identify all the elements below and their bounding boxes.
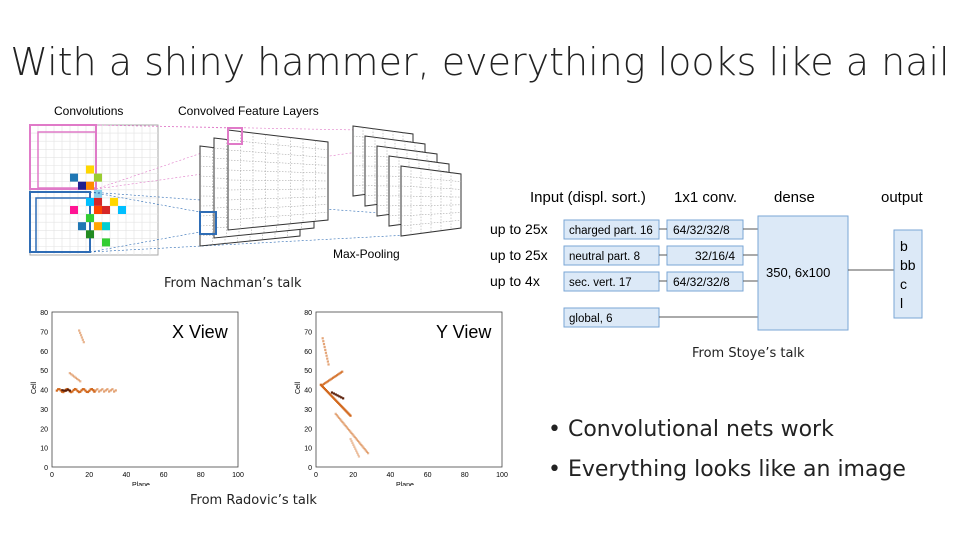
- x-tick: 60: [424, 472, 432, 479]
- y-axis-label: Cell: [295, 381, 302, 394]
- svg-text:neutral part. 8: neutral part. 8: [569, 251, 640, 263]
- network-row: up to 4x sec. vert. 17 64/32/32/8: [490, 271, 758, 292]
- convolutions-label: Convolutions: [54, 104, 123, 118]
- output-header: output: [881, 189, 924, 206]
- pooled-layer: [400, 165, 462, 237]
- convolved-layers-label: Convolved Feature Layers: [178, 104, 319, 118]
- x-axis-label: Plane: [396, 482, 414, 486]
- y-tick: 10: [304, 446, 312, 453]
- y-tick: 40: [40, 388, 48, 395]
- y-tick: 0: [44, 465, 48, 472]
- svg-text:global, 6: global, 6: [569, 313, 612, 325]
- svg-text:64/32/32/8: 64/32/32/8: [673, 223, 730, 237]
- svg-text:up to 25x: up to 25x: [490, 221, 548, 237]
- y-tick: 30: [40, 407, 48, 414]
- x-tick: 40: [123, 472, 131, 479]
- x-tick: 20: [85, 472, 93, 479]
- x-axis-label: Plane: [132, 482, 150, 486]
- y-tick: 20: [304, 426, 312, 433]
- input-header: Input (displ. sort.): [530, 189, 646, 206]
- input-grid: [29, 124, 159, 256]
- stoye-caption: From Stoye’s talk: [692, 346, 805, 361]
- nachman-caption: From Nachman’s talk: [164, 276, 302, 291]
- y-tick: 60: [40, 349, 48, 356]
- slide-title: With a shiny hammer, everything looks li…: [10, 40, 950, 84]
- output-block: [893, 229, 923, 319]
- y-tick: 50: [40, 368, 48, 375]
- y-tick: 80: [304, 310, 312, 317]
- svg-text:charged part. 16: charged part. 16: [569, 225, 653, 237]
- x-tick: 80: [197, 472, 205, 479]
- view-title: X View: [172, 322, 229, 342]
- feature-layer: [227, 129, 329, 231]
- conv-header: 1x1 conv.: [674, 189, 737, 206]
- dense-label: 350, 6x100: [766, 265, 830, 280]
- network-row: up to 25x neutral part. 8 32/16/4: [490, 245, 758, 266]
- y-tick: 10: [40, 446, 48, 453]
- svg-text:sec. vert. 17: sec. vert. 17: [569, 277, 632, 289]
- output-class: b: [900, 238, 908, 254]
- y-tick: 60: [304, 349, 312, 356]
- x-tick: 60: [160, 472, 168, 479]
- y-axis-label: Cell: [31, 381, 38, 394]
- network-row: global, 6: [563, 307, 758, 328]
- output-class: c: [900, 276, 907, 292]
- y-tick: 40: [304, 388, 312, 395]
- x-tick: 0: [50, 472, 54, 479]
- x-tick: 40: [387, 472, 395, 479]
- radovic-caption: From Radovic’s talk: [190, 493, 317, 508]
- blue-feature-box: [199, 211, 217, 235]
- cnn-diagram: Convolutions Convolved Feature Layers Ma…: [29, 104, 462, 261]
- svg-text:64/32/32/8: 64/32/32/8: [673, 275, 730, 289]
- y-tick: 50: [304, 368, 312, 375]
- x-tick: 100: [496, 472, 508, 479]
- bullet-item: Convolutional nets work: [548, 410, 906, 450]
- output-class: bb: [900, 257, 916, 273]
- network-row: up to 25x charged part. 16 64/32/32/8: [490, 219, 758, 240]
- bullet-list: Convolutional nets work Everything looks…: [548, 410, 906, 490]
- feature-layers: [199, 125, 462, 247]
- y-tick: 20: [40, 426, 48, 433]
- pink-feature-box: [227, 127, 243, 145]
- network-diagram: Input (displ. sort.) 1x1 conv. dense output…: [490, 189, 924, 331]
- y-tick: 0: [308, 465, 312, 472]
- x-tick: 80: [461, 472, 469, 479]
- y-tick: 30: [304, 407, 312, 414]
- x-tick: 0: [314, 472, 318, 479]
- dense-header: dense: [774, 189, 815, 206]
- y-tick: 80: [40, 310, 48, 317]
- x-tick: 20: [349, 472, 357, 479]
- view-title: Y View: [436, 322, 492, 342]
- svg-text:32/16/4: 32/16/4: [695, 249, 735, 263]
- svg-text:up to 4x: up to 4x: [490, 273, 540, 289]
- svg-text:up to 25x: up to 25x: [490, 247, 548, 263]
- y-tick: 70: [304, 329, 312, 336]
- x-tick: 100: [232, 472, 244, 479]
- dense-block: [757, 215, 849, 331]
- y-tick: 70: [40, 329, 48, 336]
- output-class: l: [900, 295, 903, 311]
- bullet-item: Everything looks like an image: [548, 450, 906, 490]
- blue-projection-lines: [89, 191, 409, 253]
- max-pooling-label: Max-Pooling: [333, 247, 400, 261]
